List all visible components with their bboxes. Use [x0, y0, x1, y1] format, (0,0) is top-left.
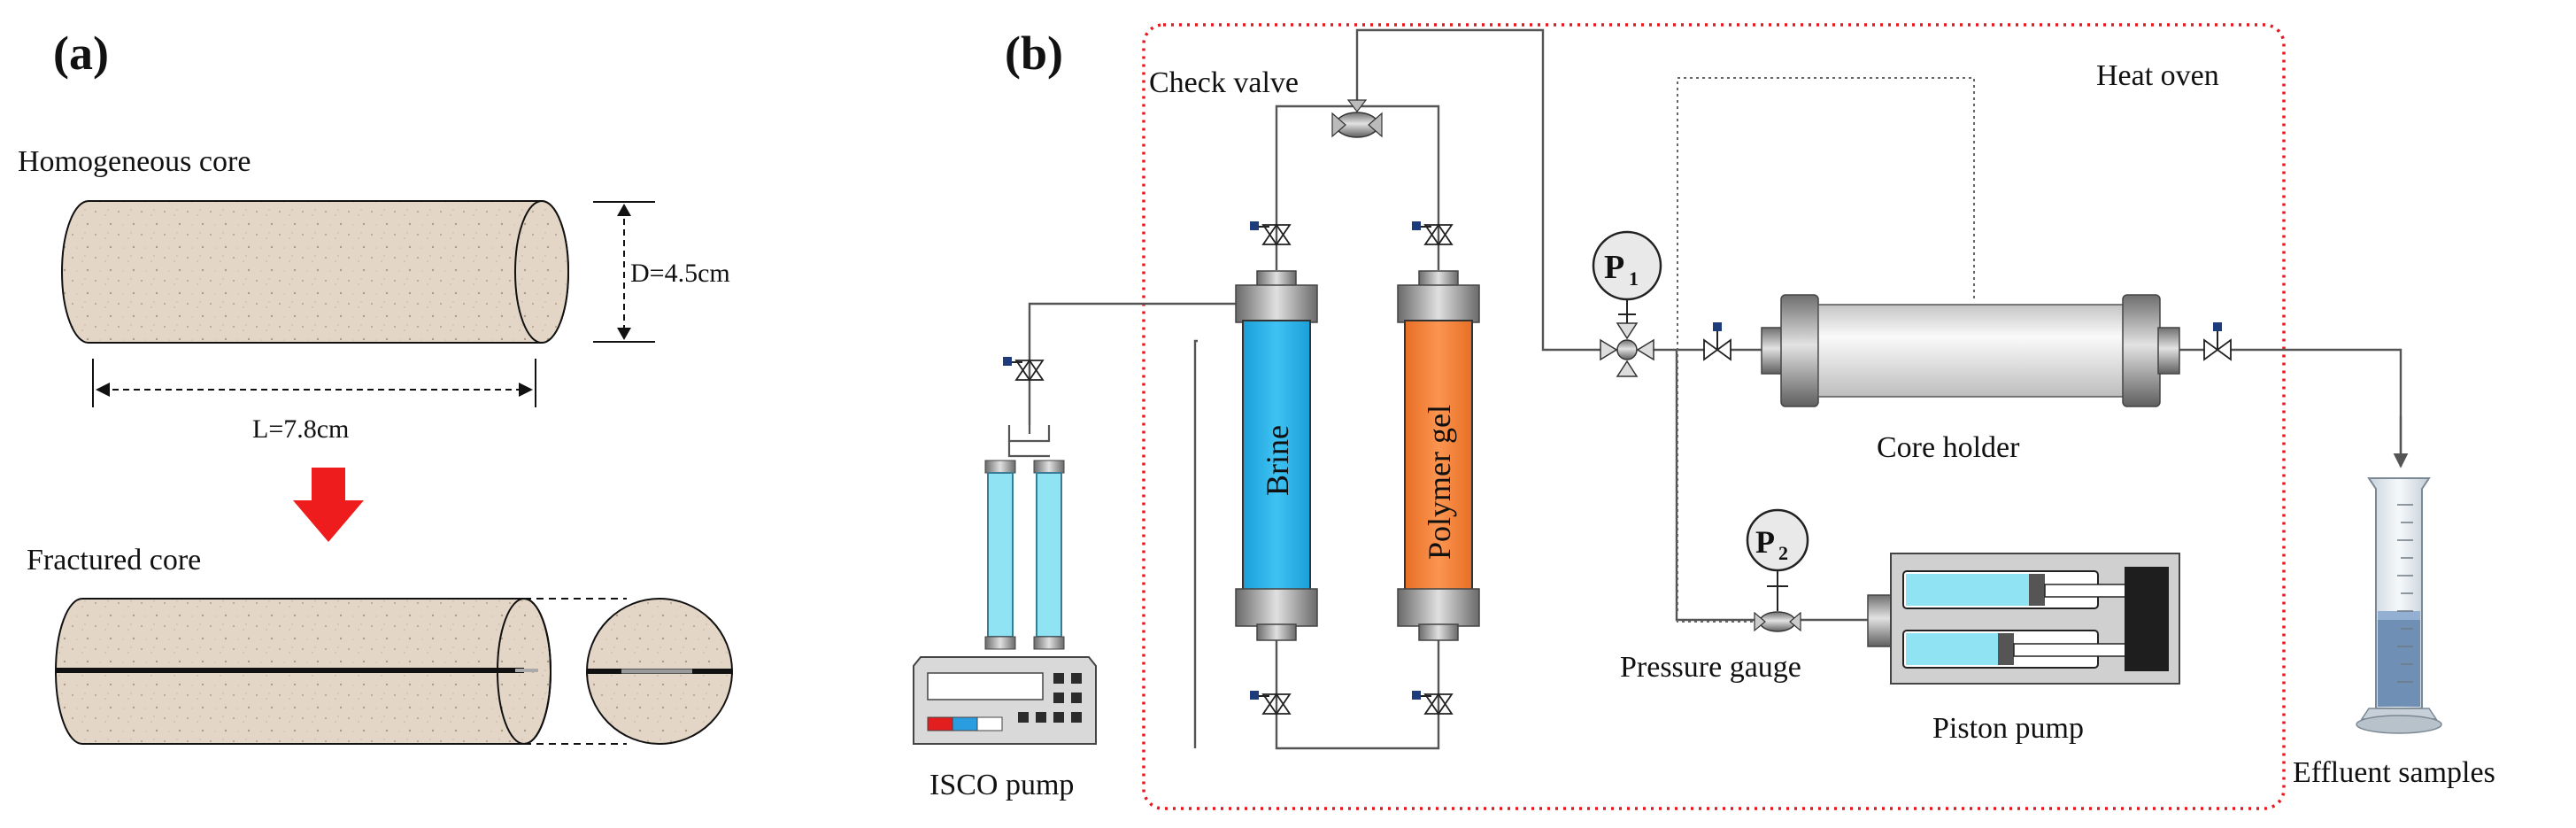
- dotted-pressure-line-top: [1677, 77, 1975, 611]
- valve-core-outlet-icon: [2203, 322, 2232, 361]
- polymer-gel-container: [1397, 270, 1480, 641]
- isco-pump: [913, 425, 1097, 745]
- fractured-core-cylinder: [55, 598, 627, 745]
- check-valve-label: Check valve: [1149, 66, 1299, 99]
- heat-oven-label: Heat oven: [2096, 59, 2219, 92]
- effluent-cylinder: [2356, 477, 2442, 734]
- length-label: L=7.8cm: [252, 414, 349, 444]
- core-holder: [1761, 294, 2180, 407]
- fracture-cross-section: [586, 598, 733, 745]
- valve-isco-icon: [1003, 357, 1045, 382]
- core-holder-label: Core holder: [1877, 431, 2020, 464]
- fractured-core-label: Fractured core: [27, 544, 201, 577]
- p2-pressure-gauge: [1746, 508, 1809, 632]
- valve-gel-top-icon: [1412, 221, 1454, 246]
- heat-oven-boundary: [1142, 23, 2286, 810]
- p1-label: P: [1604, 249, 1624, 286]
- effluent-samples-label: Effluent samples: [2293, 756, 2495, 789]
- p1-subscript: 1: [1629, 267, 1639, 290]
- red-down-arrow: [293, 468, 364, 542]
- homogeneous-core-cylinder: [61, 200, 569, 344]
- panel-a-label: (a): [53, 27, 109, 80]
- homogeneous-core-label: Homogeneous core: [18, 145, 251, 178]
- panel-a: (a) Homogeneous core D=4.5cm L=7.8cm: [18, 27, 733, 745]
- valve-core-inlet-icon: [1703, 322, 1731, 361]
- dotted-pressure-line-bottom: [1677, 620, 1763, 623]
- p2-subscript: 2: [1778, 542, 1788, 564]
- valve-brine-bottom-icon: [1250, 691, 1292, 716]
- length-dimension: [92, 359, 536, 407]
- p1-pressure-gauge: [1592, 230, 1662, 377]
- check-valve-icon: [1331, 99, 1383, 138]
- diameter-dimension: [593, 201, 655, 343]
- pressure-gauge-label: Pressure gauge: [1620, 651, 1801, 684]
- valve-gel-bottom-icon: [1412, 691, 1454, 716]
- polymer-gel-label: Polymer gel: [1422, 405, 1457, 560]
- p2-label: P: [1755, 524, 1775, 560]
- brine-container: [1235, 270, 1318, 641]
- isco-pump-label: ISCO pump: [929, 769, 1074, 801]
- panel-b-label: (b): [1005, 27, 1063, 80]
- piston-pump: [1867, 553, 2180, 685]
- tubing-network: [1028, 28, 2402, 750]
- piston-pump-label: Piston pump: [1932, 712, 2084, 745]
- panel-b: (b) Heat oven: [913, 23, 2495, 810]
- brine-label: Brine: [1260, 425, 1295, 496]
- diameter-label: D=4.5cm: [630, 259, 730, 288]
- valve-brine-top-icon: [1250, 221, 1292, 246]
